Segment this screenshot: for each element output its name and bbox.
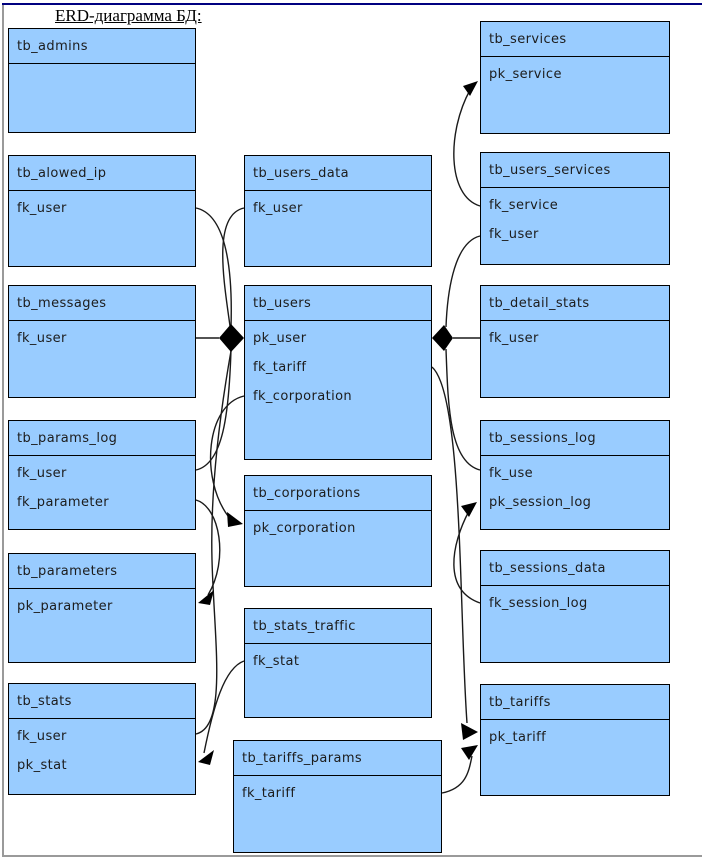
arrowhead-pk_corporation <box>227 512 243 527</box>
table-title: tb_services <box>481 22 669 57</box>
rel-users_data-users <box>222 207 245 327</box>
table-tb_alowed_ip[interactable]: tb_alowed_ip fk_user <box>8 155 196 267</box>
table-tb_tariffs[interactable]: tb_tariffs pk_tariff <box>480 684 670 796</box>
table-title: tb_tariffs <box>481 685 669 720</box>
arrowhead-pk_parameter <box>198 590 214 605</box>
arrowhead-pk_stat <box>198 750 214 765</box>
table-tb_tariffs_params[interactable]: tb_tariffs_params fk_tariff <box>233 740 442 853</box>
arrowhead-pk_tariff-upper <box>461 723 478 740</box>
field-fk_tariff: fk_tariff <box>253 360 307 375</box>
field-fk_use: fk_use <box>489 466 534 481</box>
table-tb_stats_traffic[interactable]: tb_stats_traffic fk_stat <box>244 608 432 718</box>
table-title: tb_messages <box>9 286 195 321</box>
table-title: tb_alowed_ip <box>9 156 195 191</box>
rel-users-corporations <box>209 395 245 517</box>
table-tb_users_services[interactable]: tb_users_services fk_service fk_user <box>480 152 670 265</box>
field-pk_corporation: pk_corporation <box>253 521 356 536</box>
table-title: tb_tariffs_params <box>234 741 441 776</box>
table-title: tb_corporations <box>245 476 431 511</box>
table-tb_params_log[interactable]: tb_params_log fk_user fk_parameter <box>8 420 196 530</box>
field-fk_tariff: fk_tariff <box>242 786 296 801</box>
table-tb_users[interactable]: tb_users pk_user fk_tariff fk_corporatio… <box>244 285 432 460</box>
table-tb_messages[interactable]: tb_messages fk_user <box>8 285 196 398</box>
table-title: tb_sessions_log <box>481 421 669 456</box>
field-fk_user: fk_user <box>17 331 67 346</box>
rel-stats-users <box>195 350 232 735</box>
field-pk_user: pk_user <box>253 331 307 346</box>
table-tb_services[interactable]: tb_services pk_service <box>480 21 670 134</box>
rel-sessions_data-sessions_log <box>453 510 481 604</box>
rel-users-tariffs <box>431 366 468 724</box>
rel-users_services-users <box>445 235 481 328</box>
table-tb_users_data[interactable]: tb_users_data fk_user <box>244 155 432 267</box>
field-fk_user: fk_user <box>489 331 539 346</box>
table-tb_parameters[interactable]: tb_parameters pk_parameter <box>8 553 196 663</box>
table-tb_stats[interactable]: tb_stats fk_user pk_stat <box>8 683 196 795</box>
field-pk_parameter: pk_parameter <box>17 599 113 614</box>
rel-params_log-parameters <box>195 499 221 596</box>
table-title: tb_sessions_data <box>481 551 669 586</box>
table-tb_corporations[interactable]: tb_corporations pk_corporation <box>244 475 432 587</box>
table-tb_admins[interactable]: tb_admins <box>8 28 196 133</box>
table-title: tb_users_services <box>481 153 669 188</box>
arrowhead-pk_tariff-lower <box>461 745 478 760</box>
field-fk_user: fk_user <box>17 729 67 744</box>
field-fk_user: fk_user <box>17 466 67 481</box>
table-title: tb_detail_stats <box>481 286 669 321</box>
bottom-border-line <box>2 855 702 857</box>
field-fk_user: fk_user <box>253 201 303 216</box>
field-fk_session_log: fk_session_log <box>489 596 588 611</box>
table-tb_detail_stats[interactable]: tb_detail_stats fk_user <box>480 285 670 398</box>
many-diamond-left <box>219 324 244 352</box>
field-fk_user: fk_user <box>17 201 67 216</box>
many-diamond-right <box>432 325 453 351</box>
rel-tariffs_params-tariffs <box>441 755 473 794</box>
table-title: tb_users <box>245 286 431 321</box>
table-title: tb_parameters <box>9 554 195 589</box>
rel-alowed_ip-users <box>195 207 232 328</box>
table-title: tb_users_data <box>245 156 431 191</box>
table-title: tb_stats_traffic <box>245 609 431 644</box>
table-tb_sessions_data[interactable]: tb_sessions_data fk_session_log <box>480 550 670 663</box>
field-pk_tariff: pk_tariff <box>489 730 547 745</box>
table-title: tb_stats <box>9 684 195 719</box>
field-fk_service: fk_service <box>489 198 559 213</box>
rel-sessions_log-users <box>445 348 481 471</box>
arrowhead-pk_session_log <box>461 502 477 517</box>
table-tb_sessions_log[interactable]: tb_sessions_log fk_use pk_session_log <box>480 420 670 530</box>
arrowhead-pk_service <box>463 81 478 96</box>
left-border-line <box>2 5 4 857</box>
field-pk_stat: pk_stat <box>17 758 68 773</box>
field-pk_session_log: pk_session_log <box>489 495 592 510</box>
field-fk_parameter: fk_parameter <box>17 495 110 510</box>
table-title: tb_params_log <box>9 421 195 456</box>
rel-users_services-services <box>453 89 481 207</box>
page-title: ERD-диаграмма БД: <box>55 6 202 25</box>
rel-params_log-users <box>195 349 232 471</box>
field-fk_user: fk_user <box>489 227 539 242</box>
field-fk_stat: fk_stat <box>253 654 300 669</box>
top-border-line <box>2 3 702 5</box>
field-fk_corporation: fk_corporation <box>253 389 353 404</box>
table-title: tb_admins <box>9 29 195 64</box>
field-pk_service: pk_service <box>489 67 562 82</box>
